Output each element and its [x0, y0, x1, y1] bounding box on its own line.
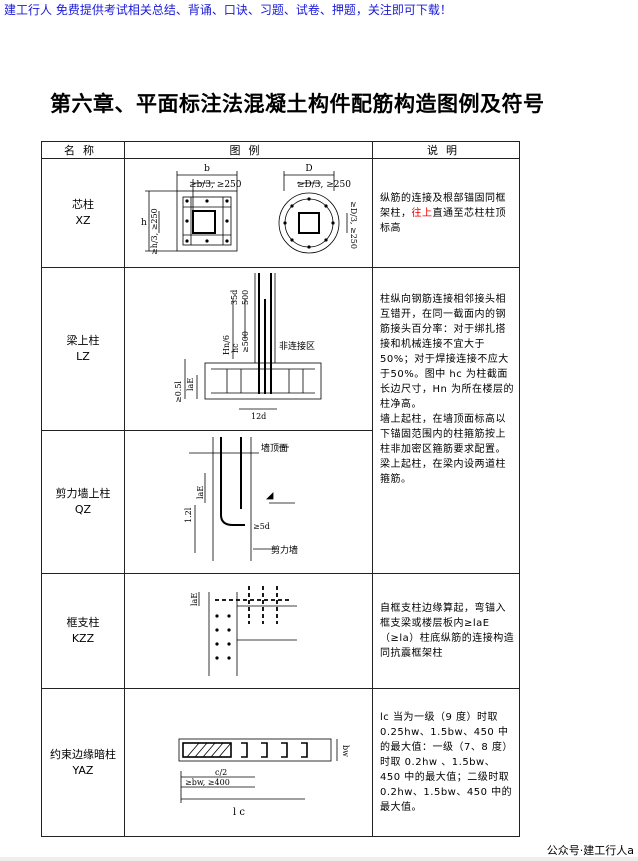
dim-d: D [305, 164, 312, 174]
table-row: 约束边缘暗柱 YAZ [41, 688, 520, 837]
desc-cell-kzz: 自框支柱边缘算起，弯锚入框支梁或楼层板内≥laE（≥la）柱底纵筋的连接构造同抗… [372, 573, 520, 689]
row-name-cell: 芯柱 XZ [41, 158, 125, 268]
component-code: XZ [75, 214, 91, 227]
dim-bw: bw [341, 745, 350, 757]
footer-watermark: 公众号·建工行人a [546, 844, 634, 857]
component-code: KZZ [71, 632, 95, 645]
footer-bar [0, 857, 638, 861]
desc-text: 纵筋的连接及根部锚固同框架柱， [380, 192, 506, 219]
dim-circ-core: ≥D/3, ≥250 [297, 180, 351, 190]
dim-half-lae: ≥0.5l [174, 381, 183, 403]
kzz-frame-column-drawing: laE [190, 586, 297, 676]
dim-lc: l c [233, 807, 245, 818]
component-name: 梁上柱 [66, 334, 100, 347]
component-code: LZ [76, 350, 90, 363]
header-figure: 图例 [124, 141, 373, 159]
desc-cell-lz-qz: 柱纵向钢筋连接相邻接头相互错开，在同一截面内的钢筋接头百分率：对于绑扎搭接和机械… [372, 267, 520, 574]
desc-text-lz: 柱纵向钢筋连接相邻接头相互错开，在同一截面内的钢筋接头百分率：对于绑扎搭接和机械… [380, 294, 515, 410]
dim-rect-side: ≥h/3, ≥250 [150, 208, 159, 255]
figure-cell-xz: b D ≥b/3, ≥250 ≥D/3, ≥250 h ≥h/3, ≥250 ≥… [124, 158, 373, 268]
label-wall-top: 墙顶面 [261, 442, 288, 454]
component-code: YAZ [72, 763, 94, 777]
desc-text: 直通至芯柱柱顶标高 [380, 207, 506, 234]
dim-hc: hc [231, 343, 240, 353]
figure-cell-qz: 墙顶面 laE 1.2l ≥5d 剪力墙 [124, 430, 373, 574]
promo-banner[interactable]: 建工行人 免费提供考试相关总结、背诵、口诀、习题、试卷、押题，关注即可下载！ [4, 3, 452, 17]
desc-highlight: 往上 [411, 207, 433, 219]
dim-c500: ≥500 [241, 331, 250, 353]
dim-rect-core: ≥b/3, ≥250 [189, 180, 242, 190]
dim-circ-side: ≥D/3, ≥250 [349, 201, 358, 249]
desc-text-qz: 墙上起柱，在墙顶面标高以下锚固范围内的柱箍筋按上柱非加密区箍筋要求配置。梁上起柱… [380, 414, 506, 485]
row-name-cell: 剪力墙上柱 QZ [41, 430, 125, 574]
table-row: 框支柱 KZZ laE [41, 573, 520, 689]
desc-cell-yaz: lc 当为一级（9 度）时取 0.25hw、1.5bw、450 中的最大值：一级… [372, 688, 520, 837]
label-shear-wall: 剪力墙 [271, 544, 298, 556]
row-name-cell: 梁上柱 LZ [41, 267, 125, 431]
table-row: 芯柱 XZ [41, 158, 520, 268]
dim-lae: laE [186, 378, 195, 391]
dim-b: b [204, 164, 210, 174]
component-name: 芯柱 [72, 198, 94, 211]
header-desc: 说明 [372, 141, 520, 159]
yaz-edge-column-drawing: bw c/2 ≥bw, ≥400 l c [178, 738, 350, 818]
component-name: 约束边缘暗柱 [50, 747, 116, 761]
dim-qz-l2: 1.2l [184, 507, 193, 523]
component-code: QZ [74, 503, 92, 516]
figure-cell-lz: 35d 500 Hn/6 hc ≥500 非连接区 laE ≥0.5l 12d [124, 267, 373, 431]
legend-table: 名称 图例 说明 芯柱 XZ [41, 141, 520, 837]
dim-anchor-b: 500 [241, 290, 250, 305]
figure-cell-kzz: laE [124, 573, 373, 689]
lz-beam-column-drawing: 35d 500 Hn/6 hc ≥500 非连接区 laE ≥0.5l 12d [174, 273, 321, 421]
desc-cell-xz: 纵筋的连接及根部锚固同框架柱，往上直通至芯柱柱顶标高 [372, 158, 520, 268]
dim-min: ≥bw, ≥400 [185, 778, 230, 787]
dim-h: h [141, 218, 147, 228]
dim-hn6: Hn/6 [222, 335, 231, 355]
component-name: 框支柱 [66, 616, 100, 629]
component-name: 剪力墙上柱 [55, 487, 111, 500]
qz-wall-column-drawing: 墙顶面 laE 1.2l ≥5d 剪力墙 [184, 437, 298, 561]
table-header-row: 名称 图例 说明 [41, 141, 520, 159]
dim-half-lc: c/2 [215, 768, 227, 777]
dim-5d: ≥5d [253, 522, 270, 531]
row-name-cell: 约束边缘暗柱 YAZ [41, 688, 125, 837]
dim-anchor-a: 35d [230, 290, 239, 305]
dim-qz-lae: laE [196, 486, 205, 499]
table-row: 梁上柱 LZ 35d 500 [41, 267, 520, 574]
row-name-cell: 框支柱 KZZ [41, 573, 125, 689]
dim-kzz-lae: laE [190, 593, 199, 606]
figure-cell-yaz: bw c/2 ≥bw, ≥400 l c [124, 688, 373, 837]
dim-12d: 12d [251, 412, 266, 421]
chapter-title: 第六章、平面标注法混凝土构件配筋构造图例及符号 [50, 91, 545, 116]
xz-section-drawing: b D ≥b/3, ≥250 ≥D/3, ≥250 h ≥h/3, ≥250 ≥… [141, 164, 358, 255]
header-name: 名称 [41, 141, 125, 159]
label-non-connect: 非连接区 [279, 340, 315, 352]
